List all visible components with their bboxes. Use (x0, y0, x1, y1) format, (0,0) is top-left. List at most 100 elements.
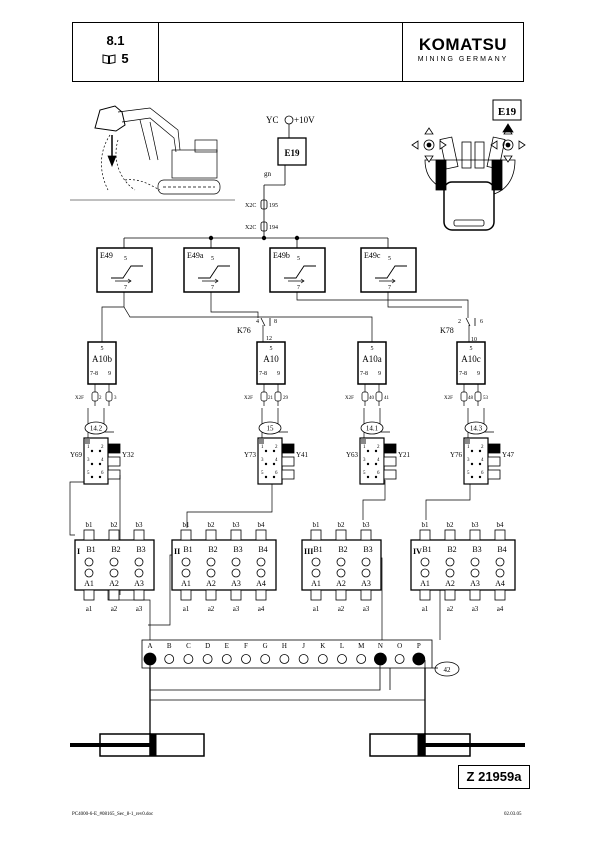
port-circle (361, 557, 371, 567)
manifold-id: 42 (444, 666, 452, 674)
port-square-bottom (419, 589, 431, 601)
port-label-b-inner: B2 (208, 545, 217, 554)
block-roman-numeral: III (304, 547, 313, 556)
amplifier-label: E49c (364, 251, 381, 260)
port-label-a-bottom: a1 (183, 605, 190, 613)
manifold-port (356, 654, 367, 664)
solenoid-coil (487, 443, 501, 454)
port-square-top (180, 529, 192, 541)
valve-pin: 5 (467, 471, 470, 476)
port-square-bottom (469, 589, 481, 601)
port-square-bottom (360, 589, 372, 601)
solenoid-coil (383, 469, 397, 480)
solenoid-coil (107, 456, 121, 467)
port-square-top (444, 529, 456, 541)
port-label-b-inner: B1 (313, 545, 322, 554)
valve-port-dot (98, 475, 102, 479)
amplifier-curve (375, 265, 407, 279)
relay-k76-pin-a: 4 (256, 319, 259, 325)
valve-port-dot (374, 462, 378, 466)
valve-pin: 3 (363, 458, 366, 463)
solenoid-coil (281, 469, 295, 480)
connector-pin (91, 391, 99, 402)
valve-port-dot (470, 449, 474, 453)
port-label-a-bottom: a4 (258, 605, 265, 613)
card-pin-left: 7-8 (459, 371, 467, 377)
card-wire-b: 29 (283, 396, 289, 401)
card-connector-label: X2F (75, 396, 84, 401)
solenoid-coil (383, 456, 397, 467)
port-circle (84, 557, 94, 567)
control-block-group: Ib1B1A1a1b2B2A2a2b3B3A3a3IIb1B1A1a1b2B2A… (74, 521, 516, 613)
port-label-b-inner: B1 (422, 545, 431, 554)
solenoid-coil (487, 469, 501, 480)
manifold-port (394, 654, 405, 664)
manifold-port (317, 654, 328, 664)
port-label-a-inner: A3 (134, 579, 144, 588)
valve-mark (465, 439, 470, 444)
card-pin-top: 5 (371, 346, 374, 352)
manifold-port (412, 652, 426, 666)
port-label-b-top: b3 (136, 521, 144, 529)
distribution-bus (123, 235, 389, 248)
valve-pin: 3 (87, 458, 90, 463)
port-label-b-inner: B2 (111, 545, 120, 554)
port-label-b-top: b4 (258, 521, 266, 529)
port-square-bottom (310, 589, 322, 601)
port-circle (206, 557, 216, 567)
valve-pin: 6 (275, 471, 278, 476)
supply-voltage-label: +10V (294, 115, 315, 125)
relay-k78-pin-a: 2 (458, 319, 461, 325)
amplifier-pin-top: 5 (297, 256, 300, 262)
valve-pin: 1 (467, 445, 470, 450)
connector-pin (260, 391, 268, 402)
valve-port-dot (90, 449, 94, 453)
valve-pin: 4 (481, 458, 484, 463)
cylinder-left (70, 733, 205, 757)
valve-pin: 1 (87, 445, 90, 450)
valve-pin: 6 (101, 471, 104, 476)
valve-id: 14.3 (470, 425, 483, 433)
port-label-b-inner: B4 (497, 545, 506, 554)
manifold-letter: A (147, 642, 152, 650)
valve-pin: 2 (101, 445, 104, 450)
solenoid-coil (487, 456, 501, 467)
card-wire-a: 48 (468, 396, 474, 401)
amplifier-box (183, 247, 240, 293)
block-roman-numeral: II (174, 547, 180, 556)
arrow-right-icon (115, 278, 132, 284)
port-circle (445, 568, 455, 578)
port-square-bottom (335, 589, 347, 601)
manifold-port (260, 654, 271, 664)
cylinder-right (369, 733, 525, 757)
port-square-bottom (494, 589, 506, 601)
connector-pin (361, 391, 369, 402)
manifold-port (221, 654, 232, 664)
valve-right-label: Y32 (122, 451, 135, 459)
port-label-a-inner: A1 (420, 579, 430, 588)
valve-id-bubble (360, 421, 384, 435)
valve-port-dot (264, 475, 268, 479)
port-label-a-bottom: a3 (363, 605, 370, 613)
port-square-bottom (180, 589, 192, 601)
valve-port-dot (264, 449, 268, 453)
manifold-letter: C (186, 642, 191, 650)
solenoid-coil (383, 443, 397, 454)
solenoid-coil (281, 456, 295, 467)
port-label-a-bottom: a2 (338, 605, 345, 613)
card-label: A10c (461, 354, 481, 364)
port-square-top (83, 529, 95, 541)
port-circle (181, 568, 191, 578)
valve-id: 14.1 (366, 425, 379, 433)
card-pin-top: 5 (470, 346, 473, 352)
amplifier-curve (284, 265, 316, 279)
amplifier-curve (198, 265, 230, 279)
x2c-upper-pin: 195 (269, 203, 278, 209)
port-circle (311, 568, 321, 578)
